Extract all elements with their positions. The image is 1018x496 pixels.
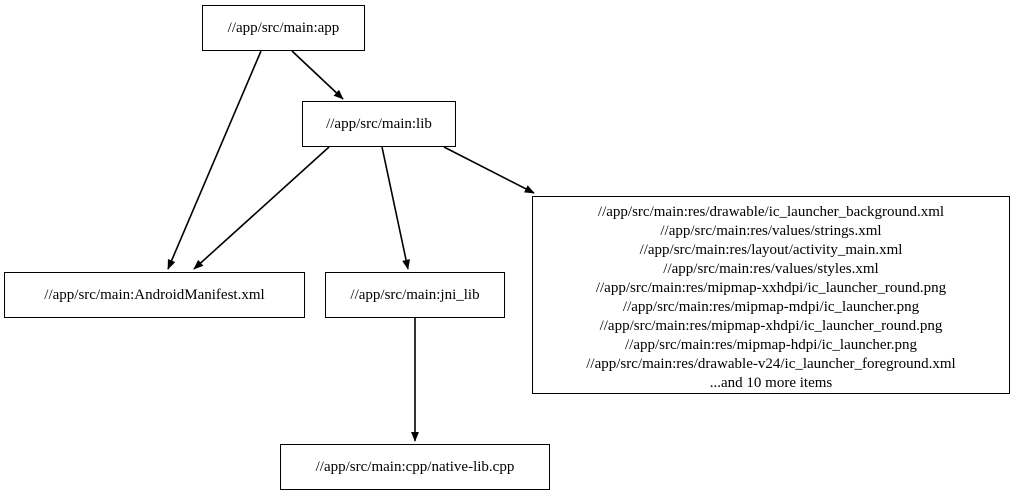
node-res-group-line: //app/src/main:res/mipmap-xxhdpi/ic_laun…	[595, 280, 947, 296]
edge-app-to-manifest	[167, 50, 262, 270]
node-res-group-line: //app/src/main:res/drawable-v24/ic_launc…	[586, 356, 956, 372]
node-jni-lib[interactable]: //app/src/main:jni_lib	[325, 272, 505, 318]
node-native-lib-cpp-label: //app/src/main:cpp/native-lib.cpp	[315, 458, 515, 475]
node-jni-lib-label: //app/src/main:jni_lib	[350, 286, 480, 303]
node-res-group[interactable]: //app/src/main:res/drawable/ic_launcher_…	[532, 196, 1010, 394]
node-res-group-line: //app/src/main:res/mipmap-xhdpi/ic_launc…	[599, 318, 943, 334]
node-res-group-line: //app/src/main:res/mipmap-hdpi/ic_launch…	[624, 337, 917, 353]
node-android-manifest-label: //app/src/main:AndroidManifest.xml	[44, 286, 265, 303]
node-native-lib-cpp[interactable]: //app/src/main:cpp/native-lib.cpp	[280, 444, 550, 490]
edge-lib-to-manifest	[193, 146, 330, 270]
node-app-label: //app/src/main:app	[227, 19, 340, 36]
node-res-group-line: //app/src/main:res/values/styles.xml	[663, 261, 879, 277]
node-res-group-line: //app/src/main:res/mipmap-mdpi/ic_launch…	[622, 299, 920, 315]
node-android-manifest[interactable]: //app/src/main:AndroidManifest.xml	[4, 272, 305, 318]
node-app[interactable]: //app/src/main:app	[202, 5, 365, 51]
node-lib[interactable]: //app/src/main:lib	[302, 101, 456, 147]
node-lib-label: //app/src/main:lib	[326, 115, 432, 132]
node-res-group-line: //app/src/main:res/drawable/ic_launcher_…	[597, 204, 945, 220]
edge-lib-to-jni-lib	[381, 146, 410, 270]
node-res-group-line: //app/src/main:res/layout/activity_main.…	[639, 242, 903, 258]
node-res-group-line: ...and 10 more items	[709, 375, 833, 391]
edge-app-to-lib	[291, 50, 344, 100]
node-res-group-line: //app/src/main:res/values/strings.xml	[660, 223, 882, 239]
node-res-group-lines: //app/src/main:res/drawable/ic_launcher_…	[533, 203, 1009, 393]
edge-lib-to-res-group	[443, 146, 535, 194]
